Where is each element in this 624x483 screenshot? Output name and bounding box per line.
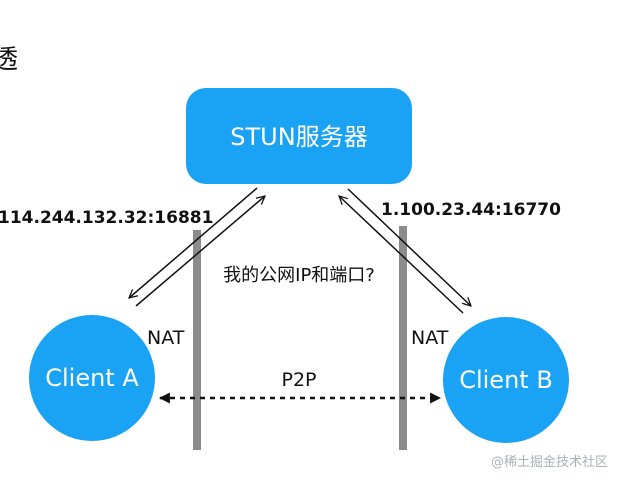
nat-barrier-b [399, 226, 407, 450]
watermark: @稀土掘金技术社区 [491, 454, 608, 470]
nat-label-b: NAT [411, 327, 449, 349]
arrow-server-to-b [347, 188, 471, 306]
client-b-label: Client B [459, 366, 553, 394]
arrow-b-to-server [339, 196, 464, 314]
arrow-a-to-server [135, 196, 265, 307]
stun-server-box [186, 88, 412, 184]
client-a-label: Client A [45, 364, 139, 392]
client-b-public-endpoint: 1.100.23.44:16770 [381, 200, 561, 220]
p2p-label: P2P [281, 369, 316, 391]
client-b-node [443, 317, 569, 443]
client-a-node [29, 315, 155, 441]
client-a-public-endpoint: 114.244.132.32:16881 [0, 208, 213, 228]
stun-server-label: STUN服务器 [230, 123, 367, 151]
nat-barrier-a [193, 230, 201, 450]
query-text: 我的公网IP和端口? [223, 265, 375, 286]
nat-label-a: NAT [147, 327, 185, 349]
arrow-server-to-a [129, 187, 258, 298]
heading-fragment: 透 [0, 45, 18, 75]
